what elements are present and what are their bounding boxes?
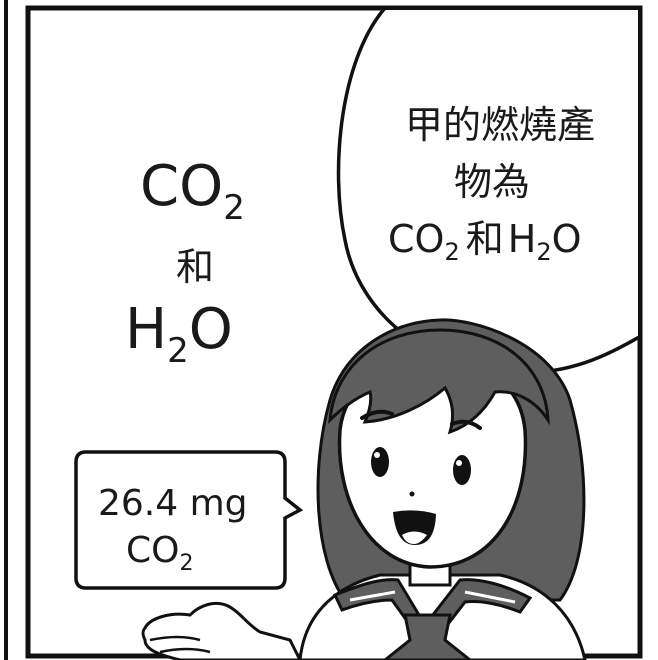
label-co2: CO2 [140, 154, 245, 228]
label-h2o: H2O [125, 297, 233, 371]
hand [141, 601, 302, 660]
girl-character [141, 318, 587, 660]
collar-stripe [349, 590, 396, 602]
collar-stripe-2 [464, 590, 516, 604]
scarf [382, 613, 473, 660]
left-eye-highlight [374, 452, 380, 458]
right-eye [453, 455, 471, 485]
callout-box [74, 450, 304, 590]
callout-co2: CO2 [126, 530, 193, 576]
hair-bangs [328, 328, 550, 435]
bubble-line-2: 物為 [454, 160, 530, 204]
finger-line [149, 635, 201, 642]
callout-mass: 26.4 mg [98, 483, 248, 524]
right-eye-highlight [456, 460, 462, 466]
bubble-line-1: 甲的燃燒產 [405, 103, 595, 147]
left-eyebrow [360, 409, 394, 420]
nose [409, 491, 415, 497]
label-and: 和 [176, 245, 214, 289]
right-eyebrow [450, 419, 482, 430]
finger-line-2 [159, 647, 211, 654]
left-eye [371, 447, 389, 477]
sailor-collar [332, 578, 533, 653]
tongue [402, 531, 427, 544]
